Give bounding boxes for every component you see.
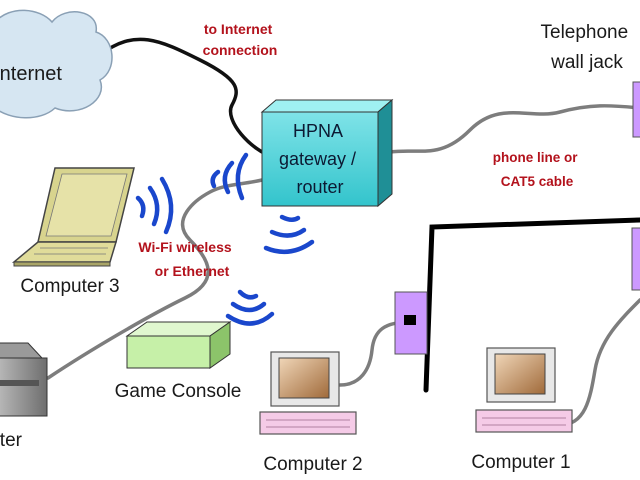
desktop-computer-2 [259,351,357,435]
laptop-front-edge [13,261,111,267]
monitor-2-screen [278,357,330,399]
computer1-label: Computer 1 [471,452,570,473]
wall-jack-computer2 [394,291,428,355]
computer3-label: Computer 3 [20,276,119,297]
wifi-waves [135,152,315,326]
internet-label: Internet [0,63,62,85]
printer-label: Printer [0,430,23,451]
gateway-line-3: router [296,177,343,197]
wireless-label-2: or Ethernet [155,263,230,279]
keyboard-1 [475,409,573,433]
telephone-jack-line-1: Telephone [541,22,629,43]
wifi-icon-console [225,289,275,326]
in-wall-wiring [423,217,640,393]
internet-connection-label: to Internet connection [203,21,278,58]
gateway-line-1: HPNA [293,121,343,141]
wall-jack-computer1 [631,227,640,291]
game-console [125,321,232,369]
laptop-keyboard [11,241,118,263]
laptop-computer-3 [11,167,135,267]
console-front [126,335,211,369]
wifi-icon-laptop [135,176,174,235]
game-console-label: Game Console [115,381,242,402]
wireless-label-1: Wi-Fi wireless [138,239,231,255]
computer2-cable [338,320,412,387]
internet-connection-line-1: to Internet [204,21,273,37]
printer-top [0,342,44,359]
internet-cable [98,37,277,160]
telephone-wall-jack [632,81,640,138]
printer [0,342,48,417]
computer1-cable [558,298,640,427]
desktop-computer-1 [475,347,573,433]
computer2-label: Computer 2 [263,454,362,475]
printer-tray [0,380,39,386]
telephone-jack-label: Telephone wall jack [541,22,634,73]
printer-body [0,357,48,417]
wall-jack-computer2-port [404,315,416,325]
cables [46,37,640,427]
gateway-line-2: gateway / [279,149,356,169]
laptop-screen-inner [45,173,128,237]
gateway-top-face [260,99,394,113]
wireless-label: Wi-Fi wireless or Ethernet [138,239,235,279]
gateway-side-face [377,98,393,208]
hpna-gateway-router: HPNA gateway / router [260,98,394,208]
telephone-jack-line-2: wall jack [550,52,623,73]
phone-line-label-2: CAT5 cable [501,174,574,189]
monitor-1-screen [494,353,546,395]
internet-cloud: Internet [0,9,113,119]
wifi-icon-gateway-top [210,152,249,201]
phone-line-label-1: phone line or [493,150,578,165]
wifi-icon-gateway-bottom [263,214,315,255]
cloud-shape [0,9,113,119]
printer-cable [46,178,264,380]
gateway-label: HPNA gateway / router [279,121,361,197]
phone-line-label: phone line or CAT5 cable [493,150,582,189]
keyboard-2 [259,411,357,435]
gateway-front-face [261,111,379,207]
internet-connection-line-2: connection [203,42,278,58]
phone-line-cable [388,104,640,154]
